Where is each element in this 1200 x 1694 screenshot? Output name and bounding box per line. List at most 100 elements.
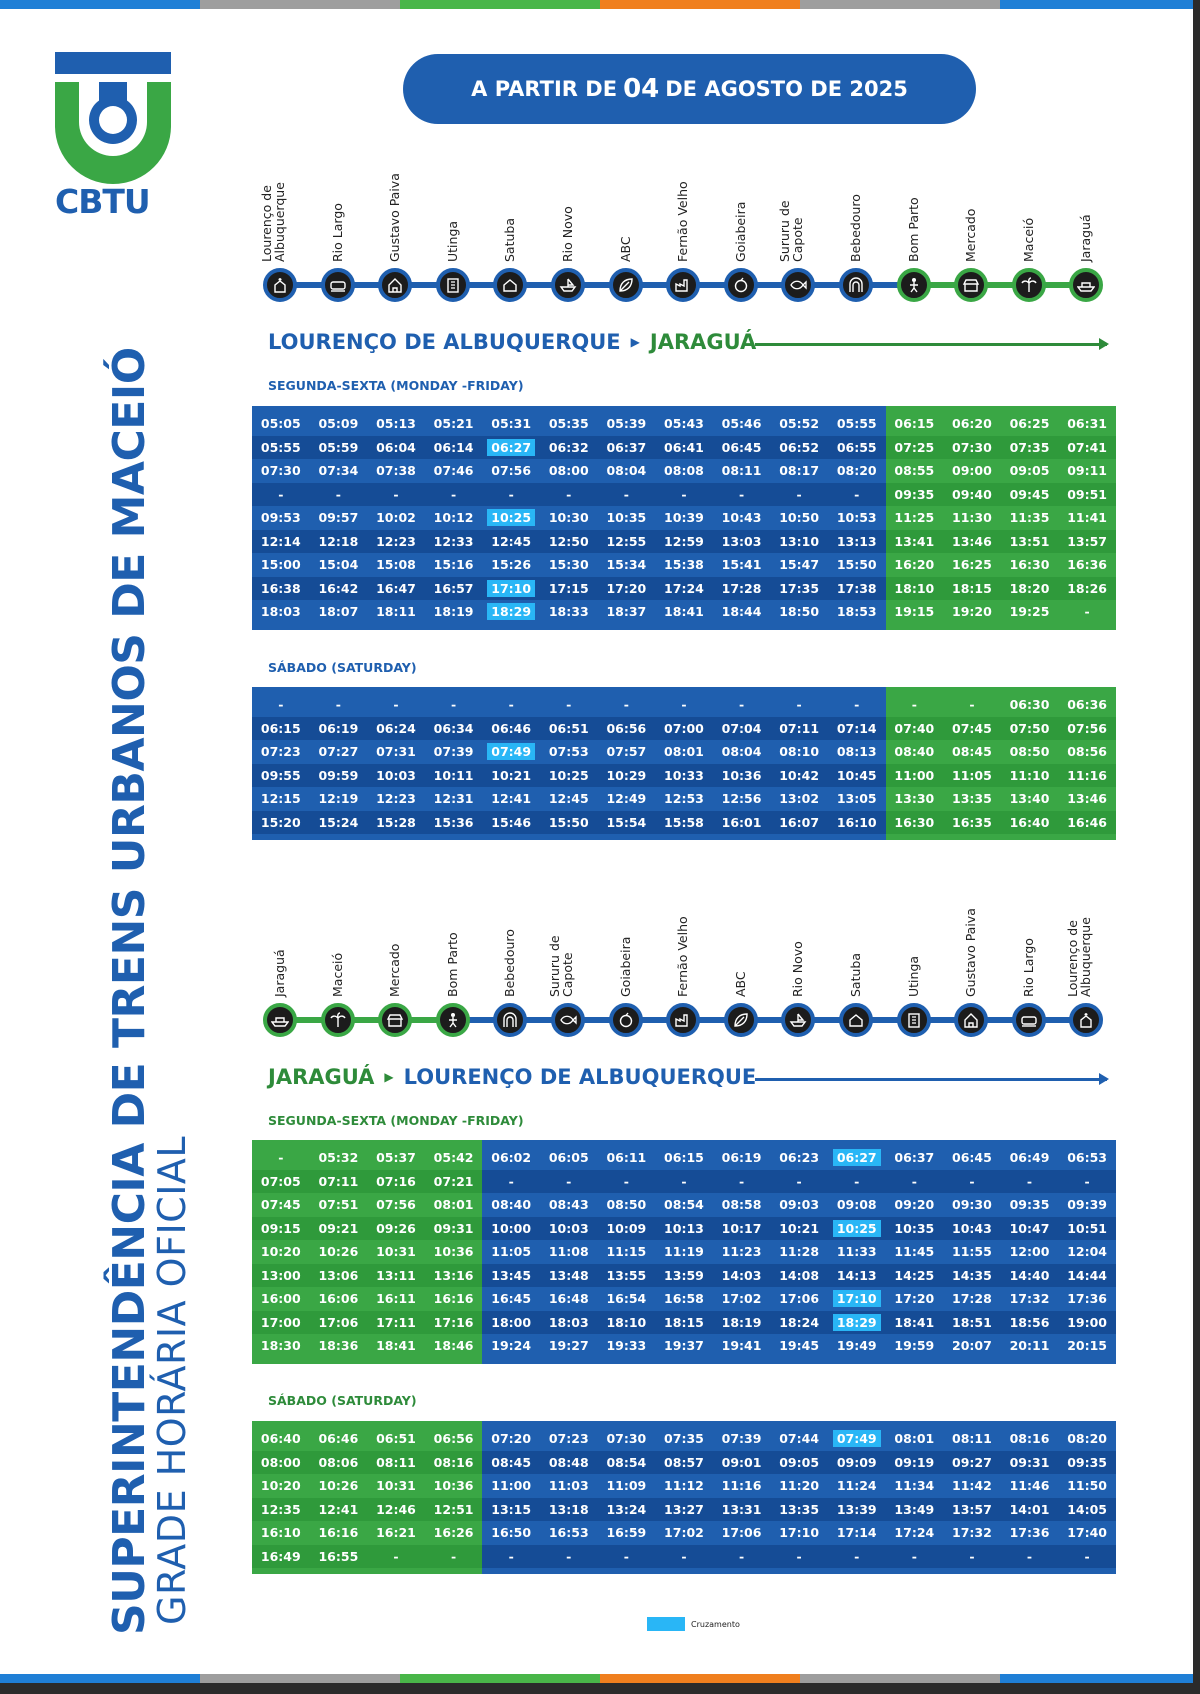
station: Lourenço de Albuquerque (1058, 875, 1115, 1045)
time-cell: 12:51 (424, 1497, 483, 1521)
time-cell: 09:31 (424, 1216, 483, 1240)
time-cell: 10:25 (482, 506, 540, 530)
outbound-direction-arrow-icon (755, 338, 1109, 350)
table-padding-cell (770, 687, 828, 693)
time-cell: 18:50 (770, 600, 828, 624)
time-cell: 09:57 (309, 506, 368, 530)
time-cell: 10:45 (827, 763, 886, 787)
time-cell: 17:10 (482, 576, 540, 600)
stripe-segment (1000, 0, 1200, 9)
time-cell: 06:15 (655, 1146, 713, 1170)
table-padding-cell (770, 834, 828, 840)
ship-icon (263, 1003, 297, 1037)
station-name-wrapper: Rio Largo (310, 142, 367, 262)
time-cell: - (539, 693, 598, 717)
table-padding-cell (367, 1568, 425, 1574)
time-cell: 11:16 (712, 1474, 771, 1498)
time-cell: - (770, 1544, 828, 1568)
table-padding-cell (712, 623, 771, 630)
time-cell: 09:53 (252, 506, 310, 530)
time-cell: 06:34 (424, 716, 483, 740)
line-track-segment (913, 282, 972, 288)
table-padding-cell (655, 687, 713, 693)
time-cell: 10:36 (424, 1474, 483, 1498)
time-cell: 07:50 (1000, 716, 1059, 740)
station-name-wrapper: Goiabeira (598, 877, 655, 997)
time-cell: 08:20 (1058, 1427, 1116, 1451)
vertical-title-block: SUPERINTENDÊNCIA DE TRENS URBANOS DE MAC… (104, 315, 155, 1635)
time-cell: 13:30 (885, 787, 944, 811)
station-name: Maceió (329, 952, 345, 997)
time-cell: 11:28 (770, 1240, 828, 1264)
time-cell: 18:24 (770, 1310, 828, 1334)
time-cell: 19:49 (827, 1334, 886, 1358)
time-cell: 19:45 (770, 1334, 828, 1358)
time-cell: 06:32 (539, 435, 598, 459)
time-cell: 18:41 (885, 1310, 944, 1334)
time-cell: 17:40 (1058, 1521, 1116, 1545)
time-cell: 14:35 (943, 1263, 1001, 1287)
table-padding-cell (827, 834, 886, 840)
time-cell: 08:11 (943, 1427, 1001, 1451)
time-cell: 10:20 (252, 1240, 310, 1264)
palm-icon (1011, 268, 1046, 302)
time-cell: 13:46 (1058, 787, 1116, 811)
time-cell: 09:03 (770, 1193, 828, 1217)
time-cell: 18:07 (309, 600, 368, 624)
time-cell: 09:45 (1000, 482, 1059, 506)
station-name: Bom Parto (905, 197, 921, 262)
time-cell: 08:01 (424, 1193, 483, 1217)
station-name-wrapper: Goiabeira (713, 142, 770, 262)
time-cell: 08:10 (770, 740, 828, 764)
time-cell: 17:10 (827, 1287, 886, 1311)
station: Lourenço de Albuquerque (252, 140, 309, 310)
time-cell: 10:20 (252, 1474, 310, 1498)
time-cell: 18:03 (539, 1310, 598, 1334)
boat-icon (551, 268, 585, 302)
time-cell: 12:46 (367, 1497, 425, 1521)
time-cell: 17:15 (539, 576, 598, 600)
stripe-segment (0, 1674, 200, 1683)
time-cell: 11:24 (827, 1474, 886, 1498)
time-cell: 18:53 (827, 600, 886, 624)
time-cell: 10:42 (770, 763, 828, 787)
table-padding-cell (655, 1421, 713, 1427)
station: Rio Largo (310, 140, 367, 310)
time-cell: - (597, 1169, 656, 1193)
time-cell: 07:44 (770, 1427, 828, 1451)
time-cell: 15:00 (252, 553, 310, 577)
line-track-segment (1028, 282, 1087, 288)
table-padding-cell (827, 1421, 886, 1427)
time-cell: 10:00 (482, 1216, 540, 1240)
time-cell: 06:46 (309, 1427, 368, 1451)
time-cell: 10:12 (424, 506, 483, 530)
station-name: Jaraguá (272, 949, 287, 997)
station-name-wrapper: Rio Novo (540, 142, 597, 262)
time-cell: 18:29 (482, 600, 540, 624)
station-name: Satuba (502, 217, 518, 262)
time-cell: 12:23 (367, 529, 425, 553)
time-cell: - (827, 693, 886, 717)
time-cell: 15:54 (597, 810, 656, 834)
time-cell: 16:59 (597, 1521, 656, 1545)
time-cell: 20:11 (1000, 1334, 1059, 1358)
table-padding-cell (655, 1140, 713, 1146)
time-cell: 14:01 (1000, 1497, 1059, 1521)
station-name-wrapper: Rio Largo (1001, 877, 1058, 997)
table-padding-cell (482, 1421, 540, 1427)
line-track-segment (740, 282, 799, 288)
factory-icon (666, 268, 701, 302)
time-cell: 07:20 (482, 1427, 540, 1451)
time-cell: 05:46 (712, 412, 771, 436)
station-name: Gustavo Paiva (387, 173, 403, 262)
table-padding-cell (597, 687, 656, 693)
stripe-segment (800, 0, 1000, 9)
time-cell: 15:41 (712, 553, 771, 577)
line-track-segment (568, 1017, 626, 1023)
line-track-segment (856, 1017, 914, 1023)
table-padding-cell (252, 1568, 310, 1574)
time-cell: 18:41 (655, 600, 713, 624)
